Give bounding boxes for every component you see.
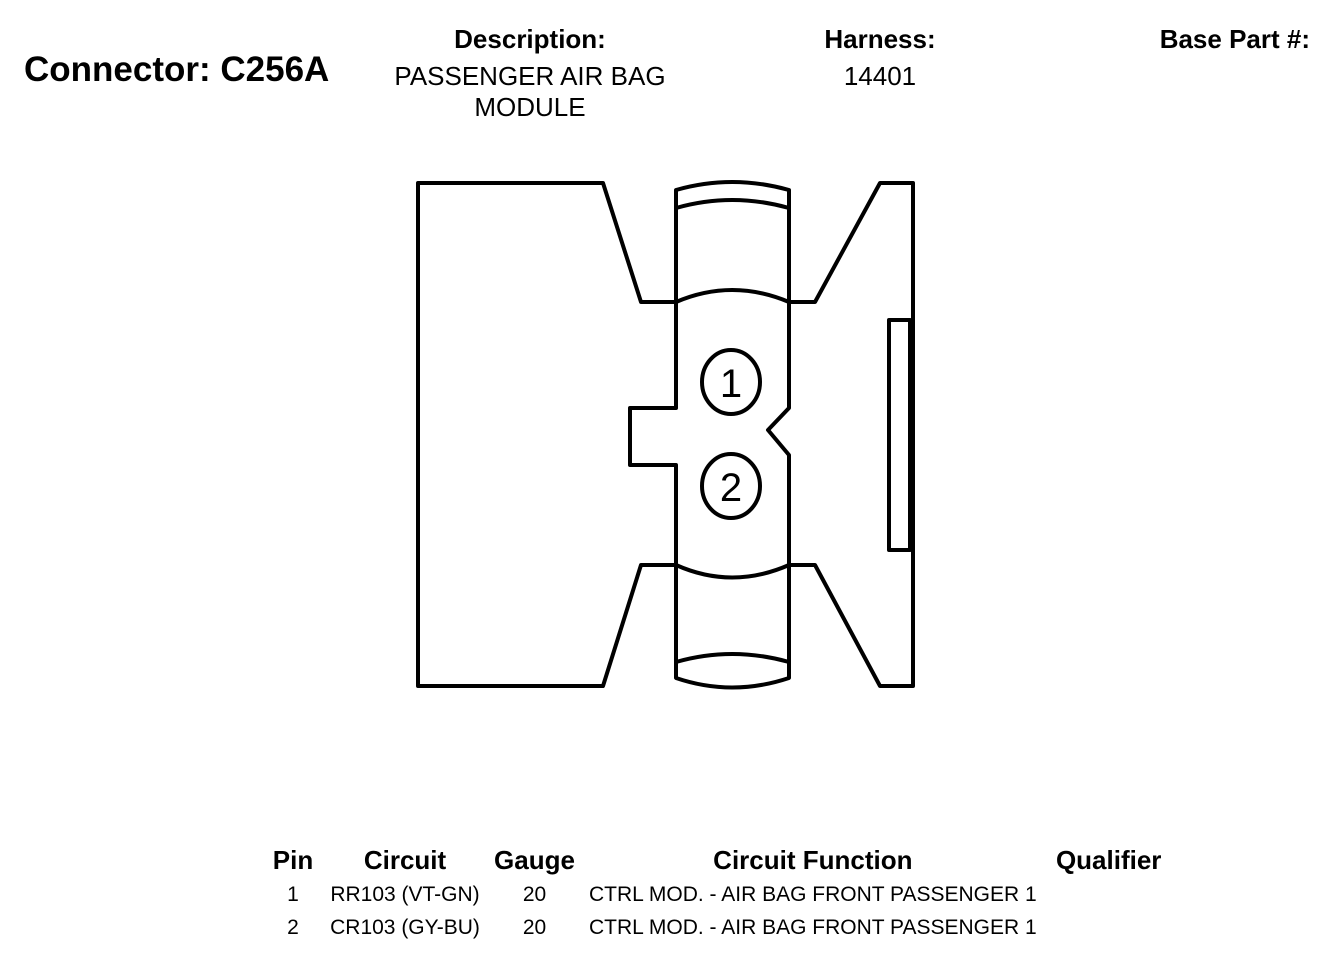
table-row: 2 CR103 (GY-BU) 20 CTRL MOD. - AIR BAG F…: [262, 911, 1175, 944]
row-2-pin: 2: [287, 915, 299, 939]
row-2-gauge: 20: [522, 915, 547, 939]
description-line-2: MODULE: [474, 92, 586, 122]
left-housing-outline: [416, 181, 676, 688]
bottom-cap-arc: [675, 652, 790, 664]
description-value: PASSENGER AIR BAG MODULE: [370, 61, 690, 123]
center-block-outline: [628, 180, 791, 690]
header-pin: Pin: [272, 844, 314, 875]
pin-1-cavity: [700, 348, 762, 416]
row-1-gauge: 20: [522, 882, 547, 906]
harness-value: 14401: [843, 61, 917, 91]
header-gauge: Gauge: [494, 844, 575, 875]
upper-arc: [675, 288, 790, 304]
row-1-circuit: RR103 (VT-GN): [330, 882, 480, 906]
row-2-function: CTRL MOD. - AIR BAG FRONT PASSENGER 1: [589, 915, 1037, 939]
header-circuit: Circuit: [363, 844, 447, 875]
table-header-row: Pin Circuit Gauge Circuit Function Quali…: [262, 842, 1175, 878]
row-1-function: CTRL MOD. - AIR BAG FRONT PASSENGER 1: [589, 882, 1037, 906]
connector-title: Connector: C256A: [24, 50, 330, 89]
lower-arc: [675, 563, 790, 580]
pin-2-cavity: [700, 452, 762, 520]
table-row: 1 RR103 (VT-GN) 20 CTRL MOD. - AIR BAG F…: [262, 878, 1175, 911]
description-label: Description:: [454, 24, 606, 54]
row-1-qualifier: [1043, 878, 1175, 911]
base-part-label: Base Part #:: [1159, 24, 1310, 54]
harness-label: Harness:: [824, 24, 936, 54]
pin-2-label: 2: [720, 466, 742, 510]
header-circuit-function: Circuit Function: [713, 844, 913, 875]
row-2-qualifier: [1043, 911, 1175, 944]
description-line-1: PASSENGER AIR BAG: [394, 61, 666, 91]
side-latch: [887, 318, 912, 552]
top-cap-arc: [675, 198, 790, 210]
pin-1-label: 1: [720, 362, 742, 406]
row-2-circuit: CR103 (GY-BU): [330, 915, 480, 939]
pinout-table: Pin Circuit Gauge Circuit Function Quali…: [262, 842, 1175, 944]
row-1-pin: 1: [287, 882, 299, 906]
right-housing-outline: [789, 181, 915, 688]
header-qualifier: Qualifier: [1055, 844, 1162, 875]
